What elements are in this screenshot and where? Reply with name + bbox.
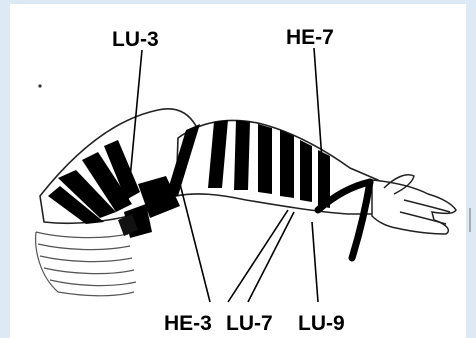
leader-lu7-b <box>248 212 294 302</box>
stray-dot <box>38 84 41 87</box>
label-he7: HE-7 <box>286 26 334 49</box>
hand-drawing <box>372 175 456 234</box>
leader-he7 <box>314 48 322 160</box>
forearm-outline <box>176 120 378 214</box>
leader-lu7-a <box>228 210 288 302</box>
label-he3: HE-3 <box>164 312 212 335</box>
label-lu7: LU-7 <box>226 312 273 335</box>
label-lu3: LU-3 <box>112 28 159 51</box>
leader-lu9 <box>312 222 318 302</box>
torso-hatching <box>36 232 136 296</box>
label-lu9: LU-9 <box>298 312 345 335</box>
